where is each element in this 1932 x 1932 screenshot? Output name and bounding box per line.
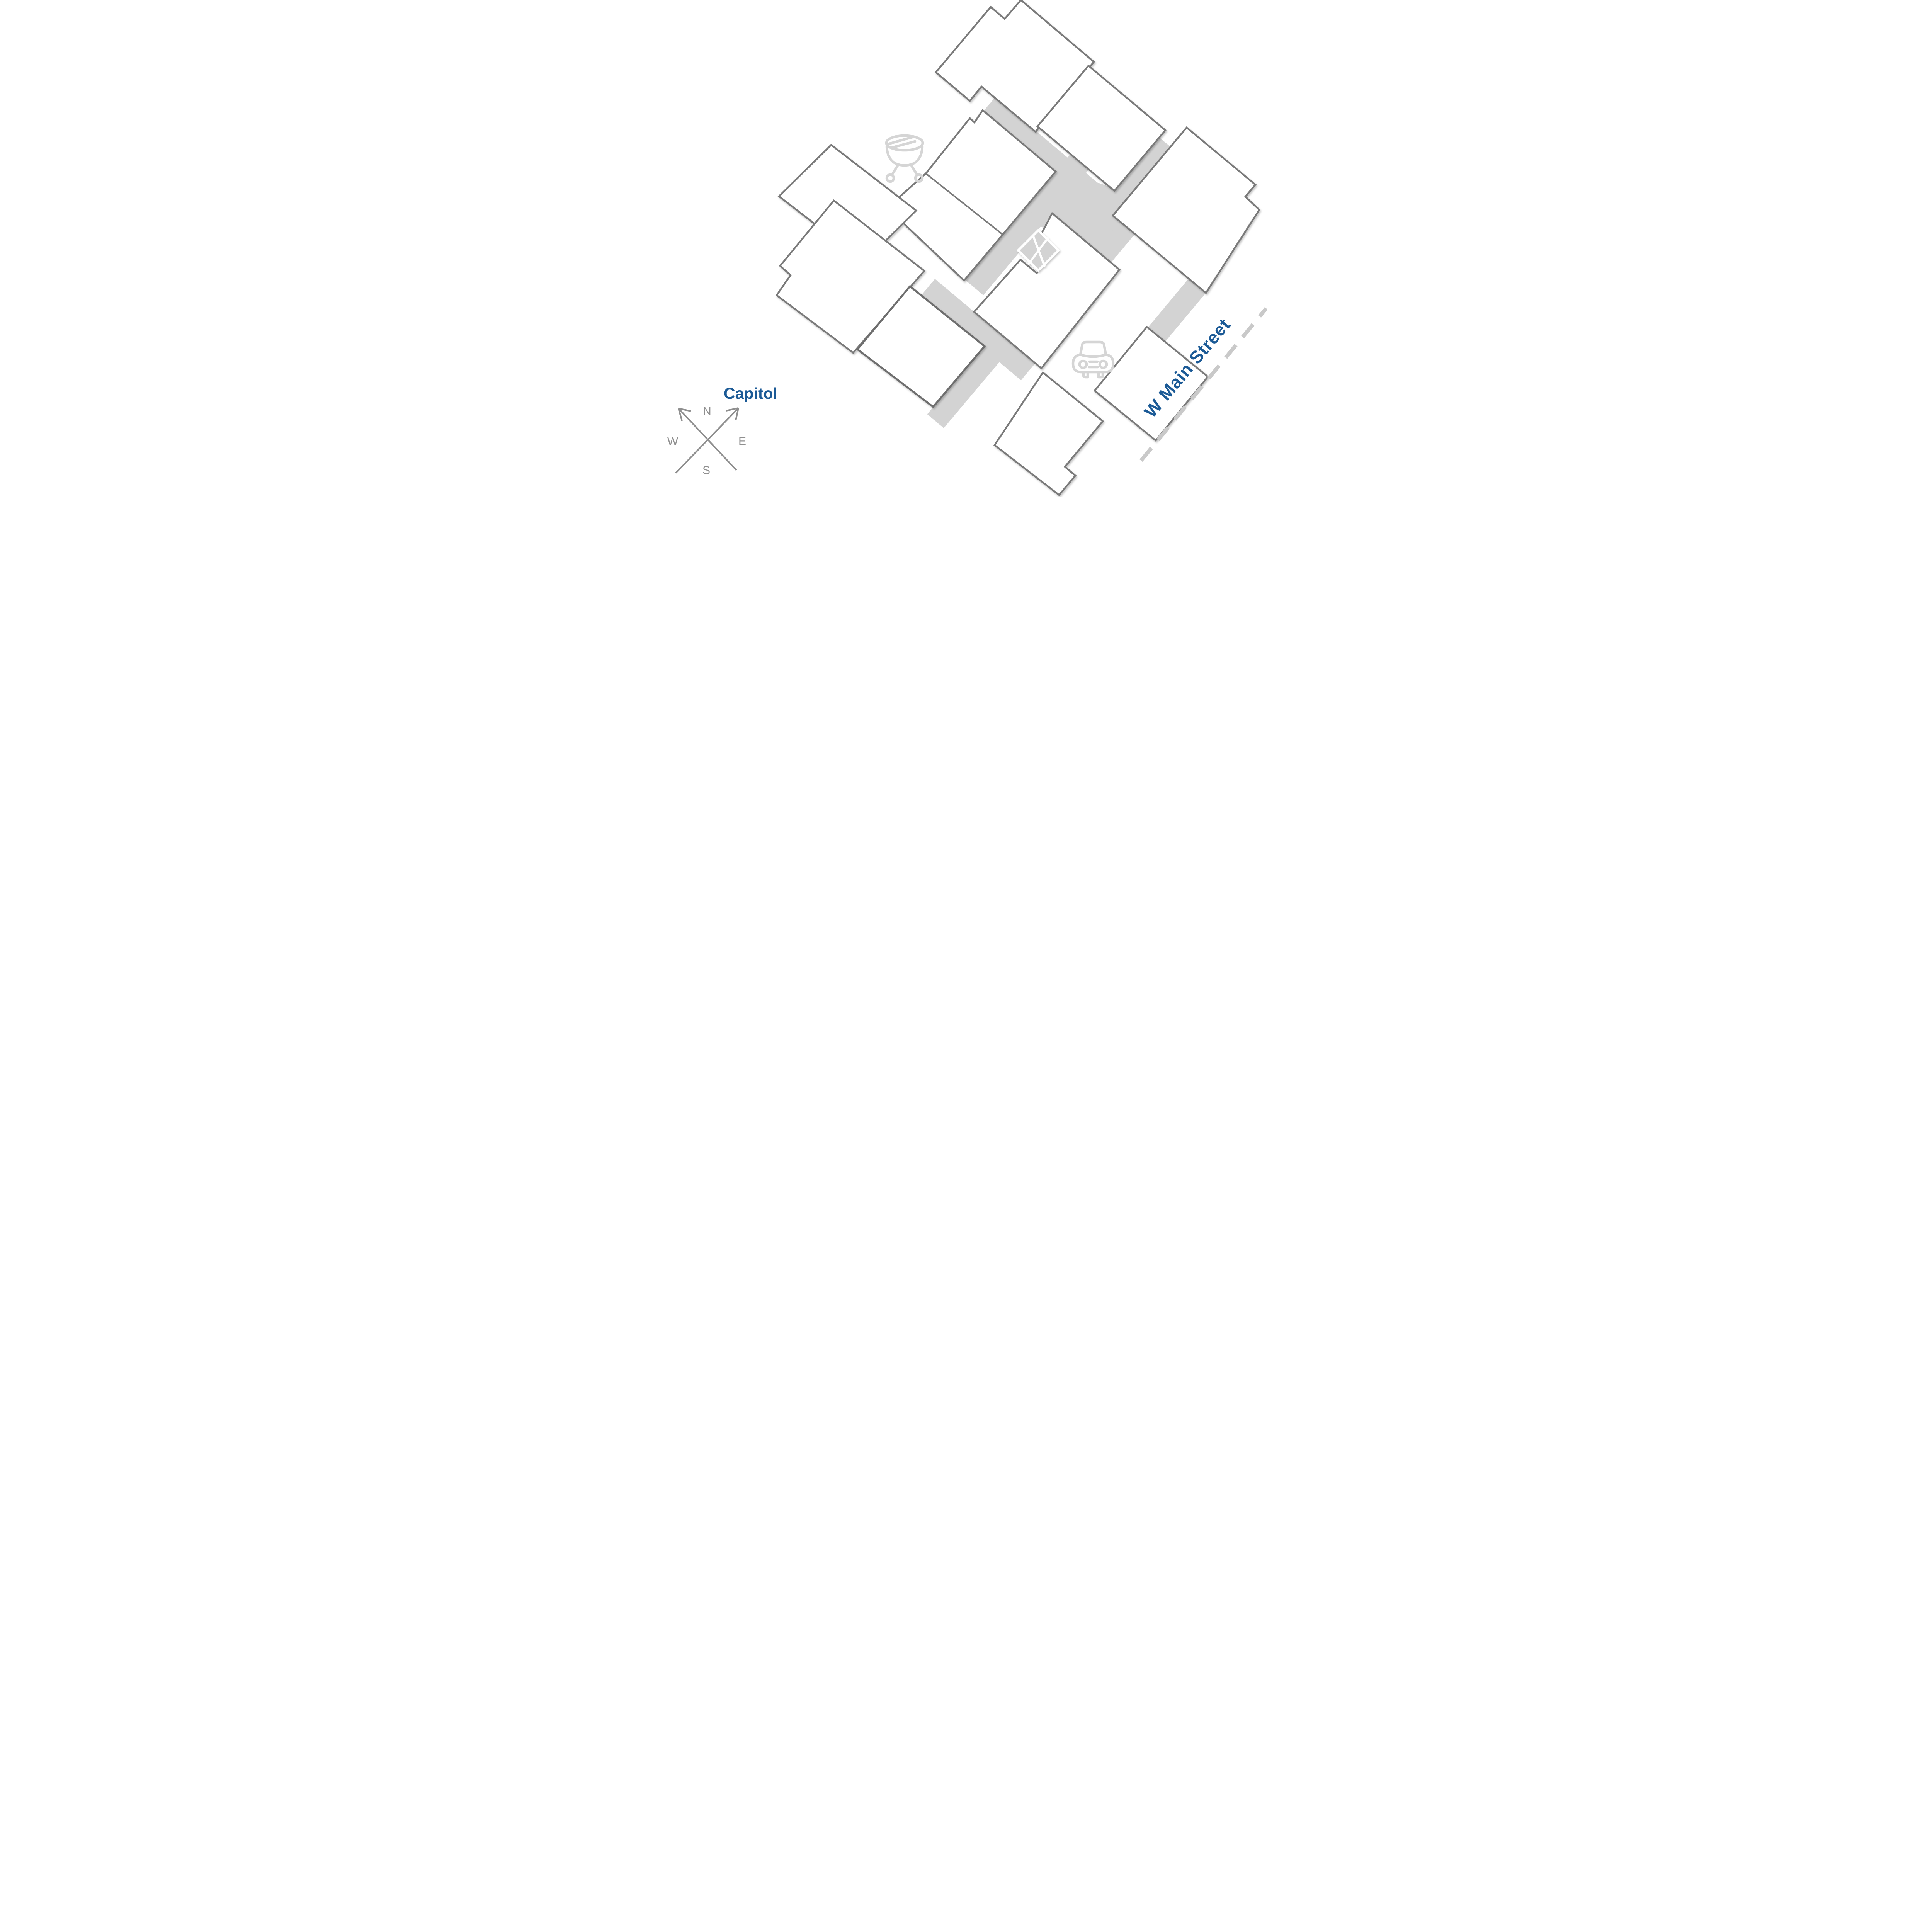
compass-east-label: E (738, 435, 746, 448)
street-dashed-line (1139, 307, 1267, 462)
building-top (934, 0, 1095, 133)
car-icon (1071, 340, 1115, 379)
bbq-grill-icon (885, 134, 924, 183)
road-by-highlight (920, 279, 1036, 381)
compass-north-label: N (703, 405, 711, 418)
building-center-pair-dividing-wall (925, 173, 1003, 235)
x-marker-icon (1016, 228, 1060, 272)
road-network (920, 97, 1210, 429)
road-stub-southeast (1144, 274, 1210, 347)
compass-west-label: W (667, 435, 679, 448)
road-intersection (1028, 166, 1123, 259)
building-bottom-right (1093, 325, 1209, 442)
site-map: W Main Street Capitol N E S W (665, 0, 1267, 497)
landmark-label: Capitol (724, 384, 777, 402)
compass-icon: N E S W (667, 405, 746, 477)
building-bottom-center (993, 371, 1104, 497)
building-right (1111, 126, 1260, 294)
building-top-right (1036, 64, 1167, 192)
building-left (775, 199, 926, 354)
road-south-west (927, 336, 1010, 429)
building-center-pair (886, 109, 1057, 282)
highlighted-building[interactable] (856, 285, 986, 408)
compass-south-label: S (702, 464, 710, 477)
